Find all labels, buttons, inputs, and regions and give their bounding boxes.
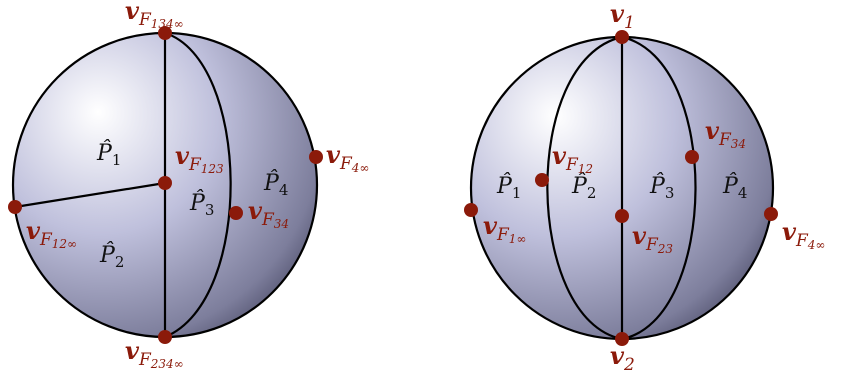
- right-vertex-label-top: v1: [610, 0, 635, 33]
- left-vertex-label-top: vF134∞: [125, 0, 184, 31]
- right-vertex-label-bottom: v2: [610, 341, 635, 375]
- right-face-label-p3: P̂3: [649, 173, 674, 202]
- left-edge-arc-right: [164, 31, 232, 339]
- left-vertex-label-center: vF123: [175, 141, 224, 176]
- right-vertex-top: [615, 30, 629, 44]
- left-vertex-bottom: [158, 330, 172, 344]
- right-vertex-label-center: vF23: [632, 221, 673, 256]
- left-face-label-p4: P̂4: [263, 170, 288, 199]
- left-face-label-p1: P̂1: [96, 140, 121, 169]
- right-vertex-label-far-right: vF4∞: [782, 217, 825, 252]
- right-vertex-left-arc: [535, 173, 549, 187]
- right-vertex-label-right-arc: vF34: [705, 116, 746, 151]
- left-vertex-top: [158, 26, 172, 40]
- left-edge-center-left: [14, 181, 166, 209]
- left-vertex-right-arc: [229, 206, 243, 220]
- left-face-label-p2: P̂2: [99, 242, 124, 271]
- right-vertex-far-left: [464, 203, 478, 217]
- right-vertex-right-arc: [685, 150, 699, 164]
- left-vertex-left: [8, 200, 22, 214]
- left-vertex-label-right-arc: vF34: [248, 196, 289, 231]
- left-face-label-p3: P̂3: [189, 190, 214, 219]
- right-vertex-center: [615, 209, 629, 223]
- left-vertex-center: [158, 176, 172, 190]
- right-face-label-p2: P̂2: [571, 173, 596, 202]
- right-sphere: P̂1 P̂2 P̂3 P̂4 v1 v2 vF12 vF34 vF1∞ vF2…: [464, 0, 825, 375]
- right-vertex-label-left-arc: vF12: [552, 141, 593, 176]
- right-vertex-bottom: [615, 332, 629, 346]
- right-vertex-far-right: [764, 207, 778, 221]
- right-face-label-p1: P̂1: [496, 173, 521, 202]
- right-edge-arc-right: [621, 35, 697, 341]
- right-face-label-p4: P̂4: [722, 173, 747, 202]
- left-sphere: P̂1 P̂2 P̂3 P̂4 vF134∞ vF234∞ vF123 vF4∞…: [8, 0, 369, 371]
- left-vertex-far-right: [309, 150, 323, 164]
- right-edge-arc-left: [546, 35, 623, 341]
- left-vertex-label-left: vF12∞: [26, 216, 77, 251]
- left-vertex-label-bottom: vF234∞: [125, 336, 184, 371]
- right-vertex-label-far-left: vF1∞: [483, 211, 526, 246]
- left-vertex-label-far-right: vF4∞: [326, 140, 369, 175]
